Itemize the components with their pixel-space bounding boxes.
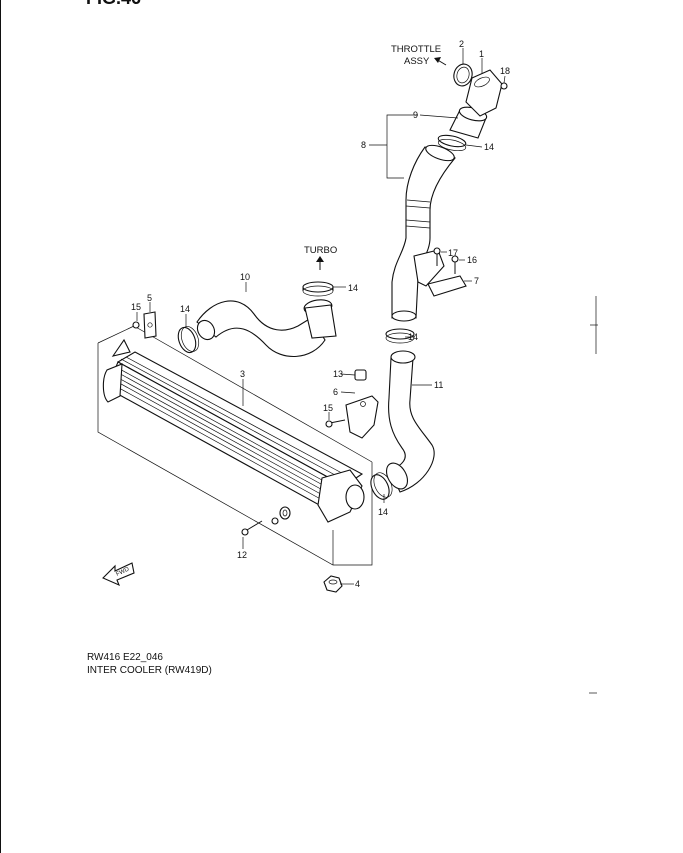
forward-arrow-icon: FWD <box>102 562 135 587</box>
intercooler-assembly <box>97 325 373 566</box>
hose-11 <box>385 350 435 493</box>
throttle-assy-label-line1: THROTTLE <box>391 44 441 55</box>
turbo-label: TURBO <box>304 245 337 256</box>
throttle-assy-label-line2: ASSY <box>404 56 430 67</box>
intercooler-outlet-pipe <box>345 484 365 510</box>
part-number-16: 16 <box>467 255 477 265</box>
bolt-16 <box>451 255 459 274</box>
bracket-7 <box>427 275 467 297</box>
part-number-12: 12 <box>237 550 247 560</box>
part-number-10: 10 <box>240 272 250 282</box>
intercooler-outline-top <box>97 325 135 344</box>
bolt-15-upper <box>132 321 140 329</box>
throttle-arrow-icon <box>434 57 447 66</box>
bracket-5 <box>143 311 157 339</box>
part-number-2: 2 <box>459 39 464 49</box>
clamp-14-middle <box>385 328 415 344</box>
part-number-18: 18 <box>500 66 510 76</box>
part-number-15-upper: 15 <box>131 302 141 312</box>
intercooler-left-tank <box>102 363 123 403</box>
bracket-6 <box>345 395 379 439</box>
intercooler-outline-diag <box>133 325 373 463</box>
bolt-17 <box>433 247 441 266</box>
part-number-14-turbo: 14 <box>348 283 358 293</box>
nut-13 <box>354 369 367 381</box>
turbo-arrow-icon <box>316 256 324 270</box>
part-number-15-lower: 15 <box>323 403 333 413</box>
bolt-18 <box>500 82 508 90</box>
part-number-4: 4 <box>355 579 360 589</box>
leader-lines <box>136 48 506 585</box>
part-number-6: 6 <box>333 387 338 397</box>
part-number-7: 7 <box>474 276 479 286</box>
intercooler-left-mount <box>111 338 131 357</box>
diagram-code: RW416 E22_046 <box>87 652 163 663</box>
washer-nut <box>271 506 291 525</box>
elbow-1 <box>465 69 503 117</box>
part-number-5: 5 <box>147 293 152 303</box>
part-number-14-lower: 14 <box>378 507 388 517</box>
part-number-14-left: 14 <box>180 304 190 314</box>
figure-header: FIG.46 <box>86 0 141 8</box>
part-number-9: 9 <box>413 110 418 120</box>
o-ring-2 <box>453 63 473 87</box>
part-number-14-upper: 14 <box>484 142 494 152</box>
intercooler-right-tank <box>317 469 363 523</box>
diagram-title: INTER COOLER (RW419D) <box>87 665 212 676</box>
part-number-13: 13 <box>333 369 343 379</box>
part-number-8: 8 <box>361 140 366 150</box>
part-number-11: 11 <box>434 380 443 390</box>
bolt-15-lower <box>325 419 346 428</box>
forward-arrow-label: FWD <box>115 566 131 577</box>
clamp-14-upper <box>437 134 467 152</box>
hose-10 <box>196 299 337 358</box>
clamp-14-left <box>177 326 200 354</box>
part-number-1: 1 <box>479 49 484 59</box>
intercooler-fins <box>109 356 354 508</box>
part-number-14-middle: 14 <box>408 332 418 342</box>
part-number-3: 3 <box>240 369 245 379</box>
grommet-4 <box>323 575 343 593</box>
clamp-14-turbo <box>302 281 334 297</box>
pipe-8 <box>391 144 456 322</box>
part-number-17: 17 <box>448 248 458 258</box>
bolt-12 <box>241 520 263 536</box>
